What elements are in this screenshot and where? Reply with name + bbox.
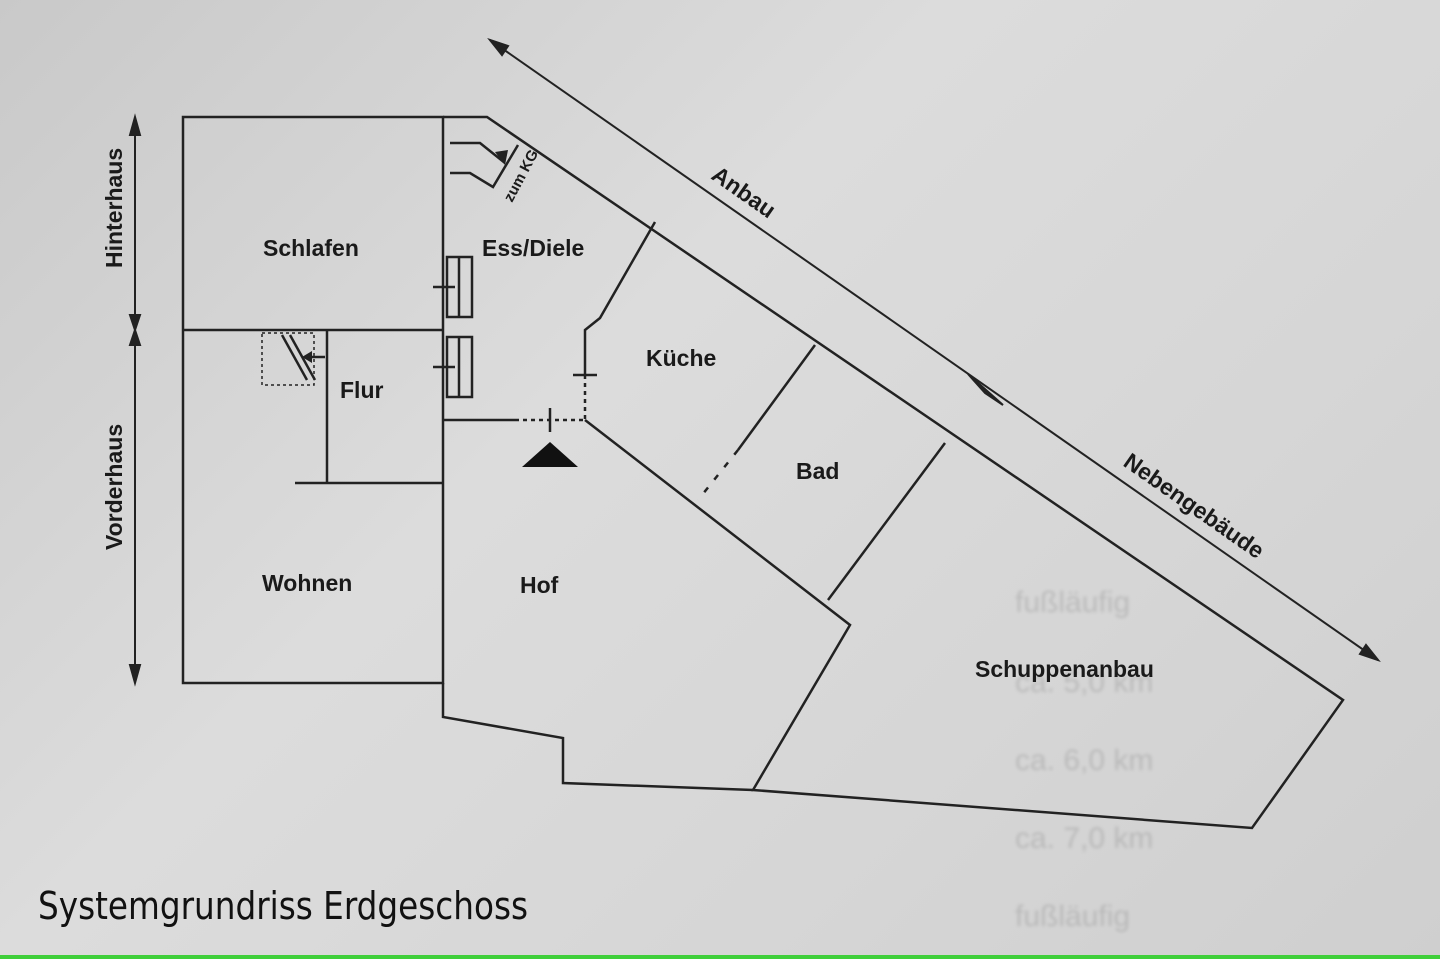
label-hinterhaus: Hinterhaus [101, 148, 127, 268]
label-anbau: Anbau [707, 161, 781, 223]
stair-arrow-icon [495, 150, 508, 165]
bg-text: ca. 5,0 km [1015, 666, 1153, 699]
bg-text: fußläufig [1015, 586, 1130, 619]
bg-text: ca. 7,0 km [1015, 822, 1153, 855]
background-text: fußläufig ca. 5,0 km ca. 6,0 km ca. 7,0 … [1015, 586, 1153, 933]
bg-text: ca. 6,0 km [1015, 744, 1153, 777]
accent-bar [0, 955, 1440, 959]
stair-arrow-icon [302, 351, 312, 363]
walls [181, 115, 1345, 830]
label-nebengebaeude: Nebengebäude [1119, 448, 1269, 564]
room-label-hof: Hof [520, 572, 559, 598]
label-vorderhaus: Vorderhaus [101, 424, 127, 550]
entrance-triangle-icon [522, 442, 578, 467]
room-label-bad: Bad [796, 458, 839, 484]
room-label-schlafen: Schlafen [263, 235, 359, 261]
room-label-wohnen: Wohnen [262, 570, 352, 596]
room-label-kueche: Küche [646, 345, 716, 371]
caption: Systemgrundriss Erdgeschoss [38, 884, 529, 928]
room-label-flur: Flur [340, 377, 383, 403]
room-label-ess-diele: Ess/Diele [482, 235, 584, 261]
room-label-schuppenanbau: Schuppenanbau [975, 656, 1154, 682]
bg-text: fußläufig [1015, 900, 1130, 933]
dimension-lines [128, 37, 1381, 687]
